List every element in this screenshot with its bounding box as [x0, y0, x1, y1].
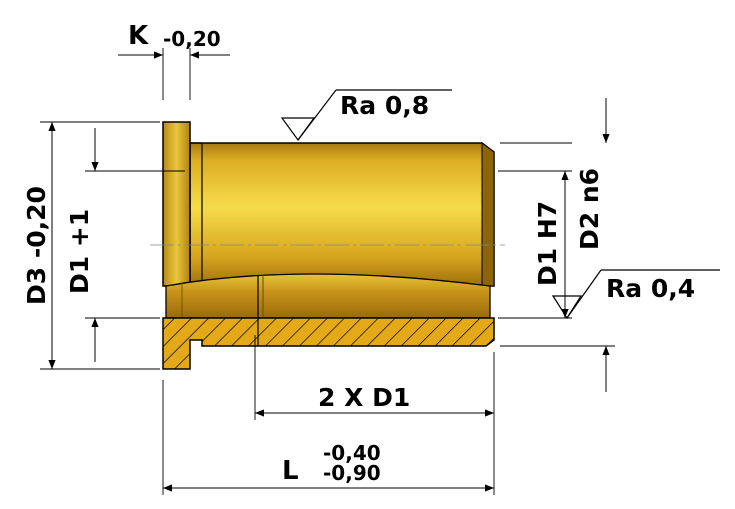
d2-n6-label: D2 n6	[575, 168, 604, 250]
sleeve-outer	[189, 142, 495, 287]
flange-upper	[162, 121, 191, 287]
ra-top-label: Ra 0,8	[340, 91, 429, 120]
extension-lines	[40, 48, 615, 495]
sleeve-chamfer	[481, 142, 495, 287]
dimension-lines	[48, 51, 610, 492]
two-x-d1-label: 2 X D1	[318, 383, 410, 412]
l-tolerance-lower: -0,90	[323, 461, 381, 485]
ra-right-label: Ra 0,4	[606, 274, 695, 303]
bore-visible	[165, 273, 491, 319]
k-tolerance-label: -0,20	[163, 27, 221, 51]
roughness-symbol-top	[280, 89, 452, 142]
d3-label: D3 -0,20	[22, 186, 51, 305]
d1-plus-label: D1 +1	[65, 209, 94, 294]
k-letter-label: K	[128, 21, 149, 51]
l-tolerance-upper: -0,40	[323, 441, 381, 465]
l-letter-label: L	[282, 456, 299, 486]
d1-h7-label: D1 H7	[533, 201, 562, 286]
roughness-symbol-right	[551, 269, 720, 320]
bushing-body	[162, 121, 495, 319]
hatched-section	[162, 317, 495, 370]
